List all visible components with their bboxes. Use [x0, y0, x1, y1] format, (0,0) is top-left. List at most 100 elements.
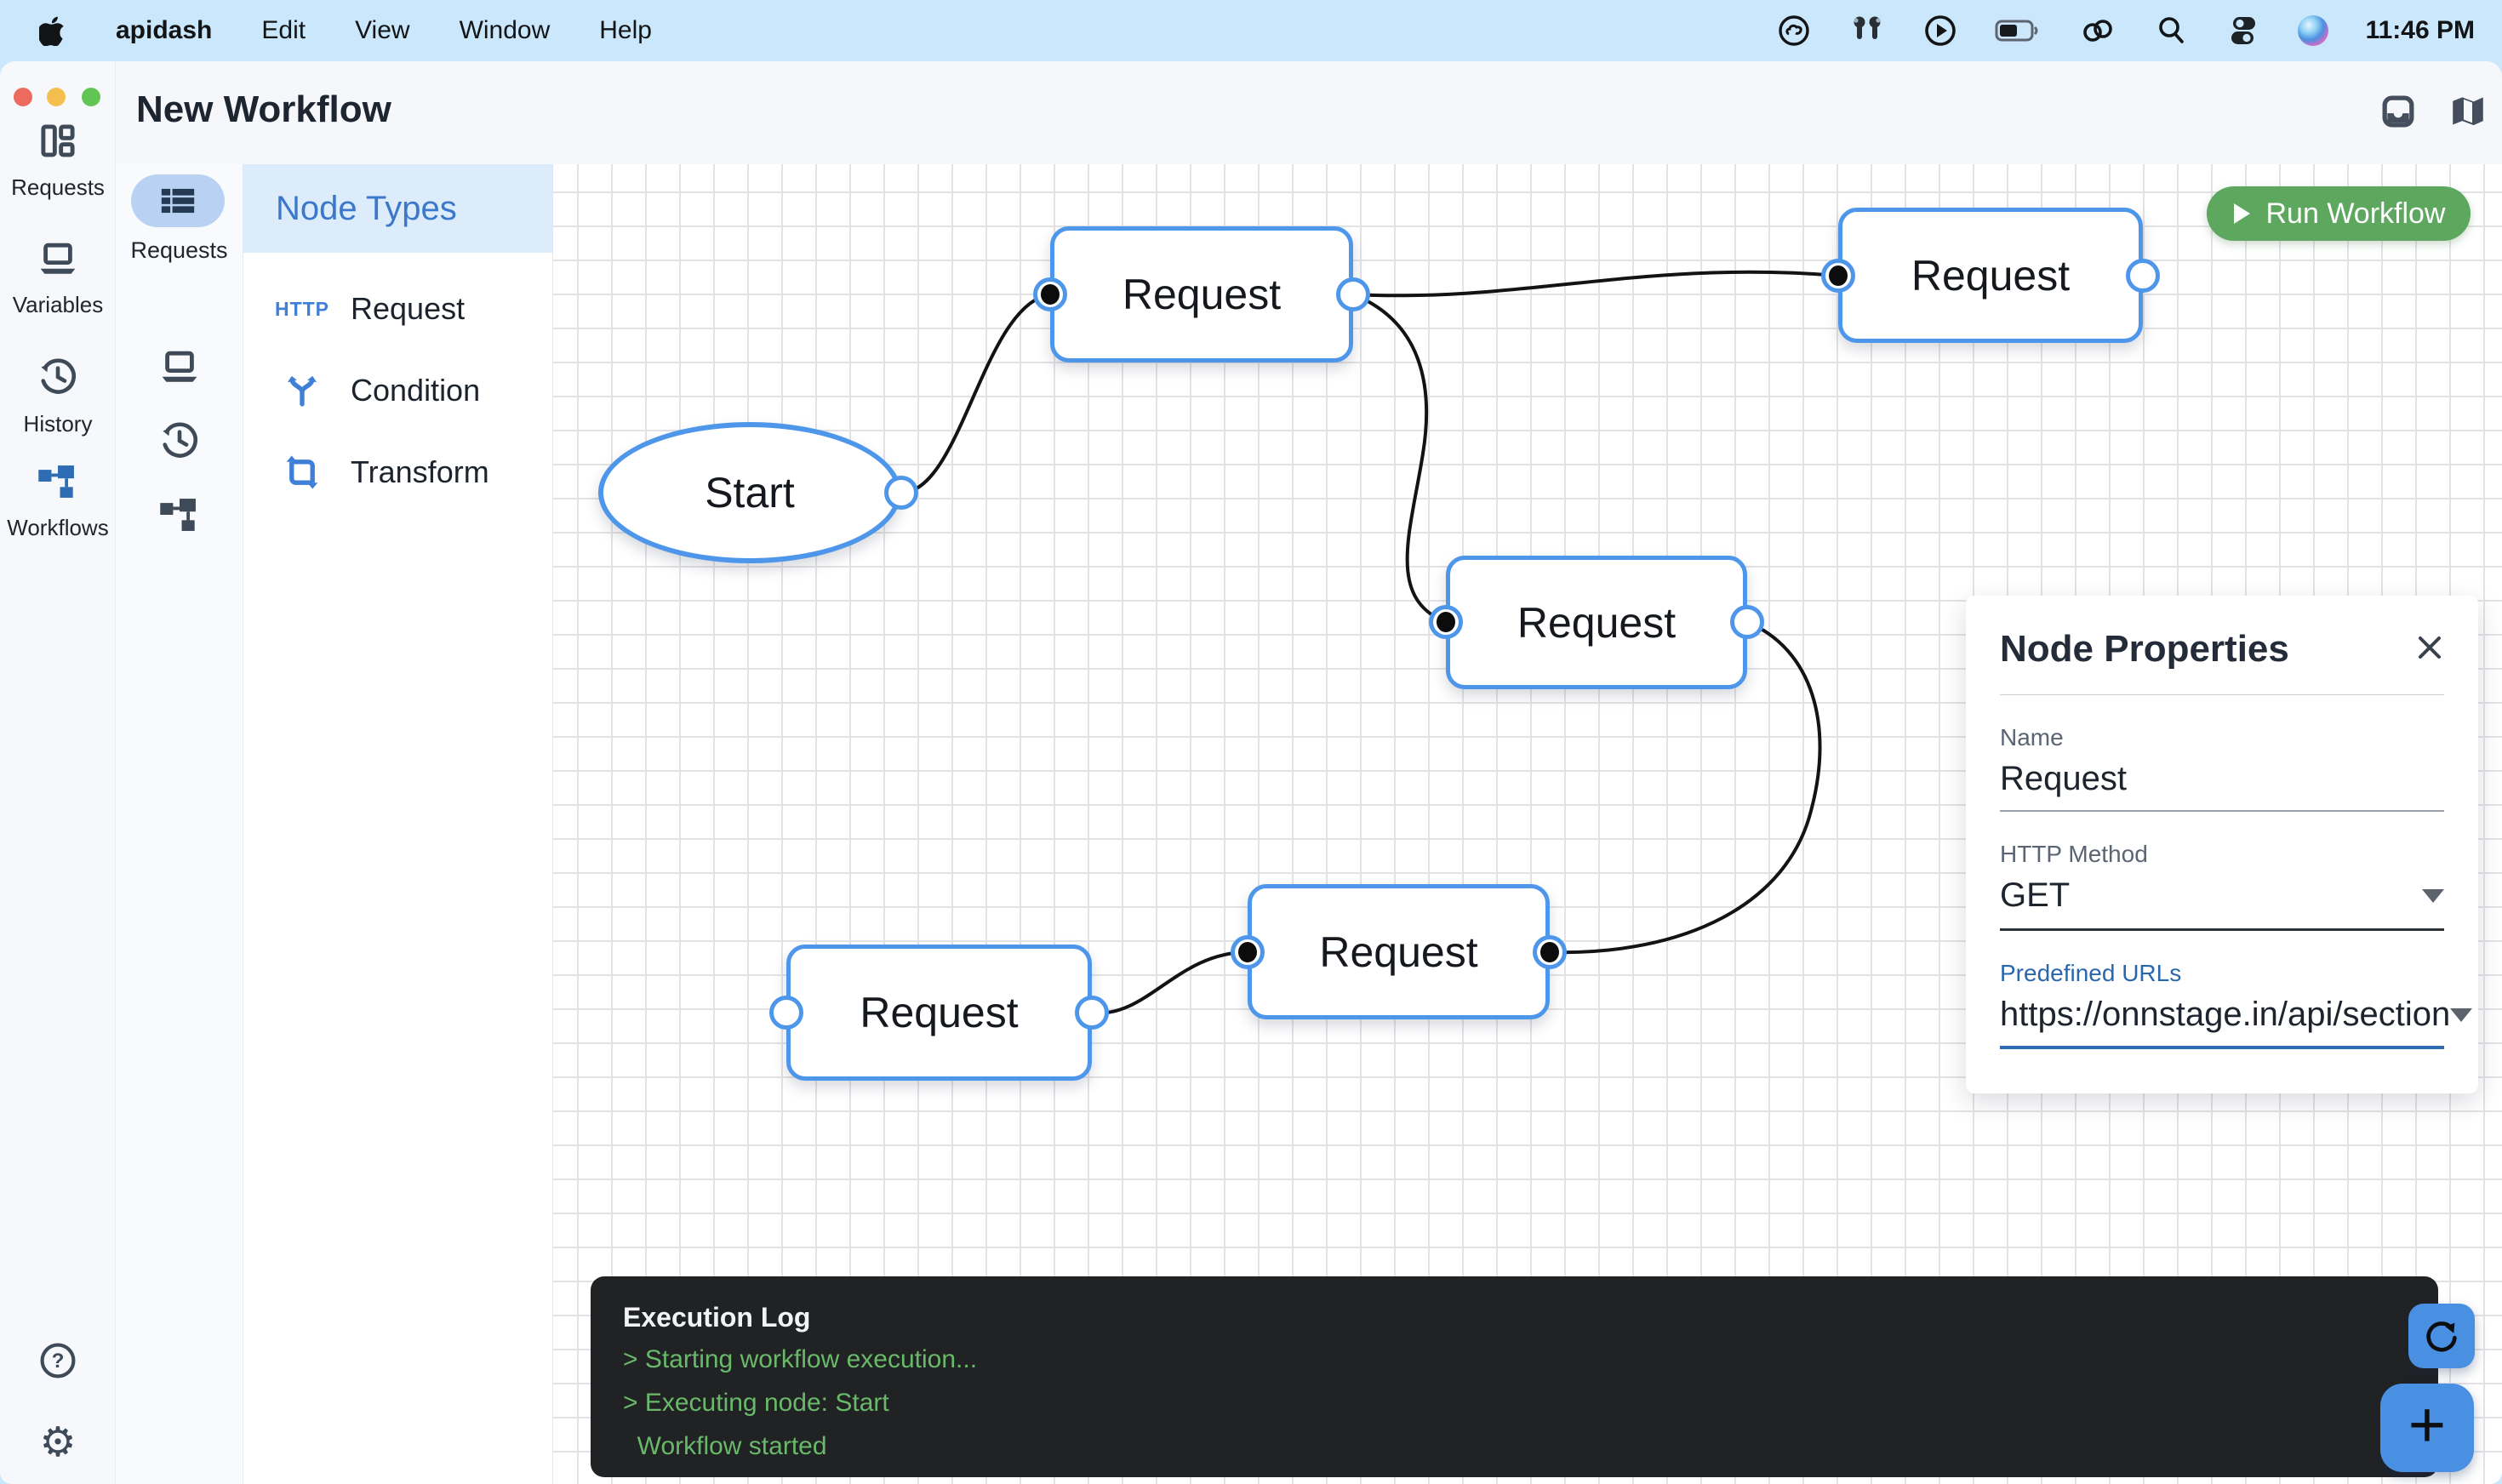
- rail-item-requests-active[interactable]: [131, 174, 225, 227]
- run-workflow-button[interactable]: Run Workflow: [2207, 186, 2471, 241]
- macos-menubar: apidash Edit View Window Help: [0, 0, 2502, 61]
- node-request-1[interactable]: Request: [1050, 226, 1353, 362]
- connection-wires: [900, 270, 1839, 1015]
- play-icon: [2233, 203, 2250, 224]
- node-types-title: Node Types: [276, 189, 457, 227]
- name-field-value: Request: [2000, 760, 2127, 797]
- node-types-header: Node Types: [243, 164, 552, 253]
- minimize-window-button[interactable]: [47, 88, 66, 106]
- search-icon[interactable]: [2155, 14, 2189, 48]
- node-label: Start: [705, 469, 795, 517]
- log-line: > Starting workflow execution...: [623, 1345, 978, 1373]
- node-type-request[interactable]: HTTP Request: [243, 268, 552, 350]
- siri-icon[interactable]: [2297, 15, 2328, 46]
- hotspot-link-icon[interactable]: [2078, 14, 2117, 48]
- port-request5-in[interactable]: [769, 996, 803, 1030]
- workflow-icon: [37, 463, 78, 505]
- port-request2-in[interactable]: [1821, 259, 1855, 293]
- map-icon[interactable]: [2451, 95, 2483, 128]
- gear-icon: ⚙: [39, 1420, 77, 1465]
- node-type-condition[interactable]: Condition: [243, 350, 552, 431]
- menubar-item-edit[interactable]: Edit: [261, 16, 306, 44]
- creative-cloud-icon[interactable]: [1777, 14, 1811, 48]
- chevron-down-icon: [2450, 1007, 2473, 1022]
- predefined-urls-label: Predefined URLs: [2000, 960, 2182, 986]
- wire-request1-to-request3: [1352, 293, 1447, 624]
- sidebar-item-workflows[interactable]: Workflows: [0, 463, 116, 541]
- port-request1-in[interactable]: [1033, 277, 1067, 311]
- close-window-button[interactable]: [14, 88, 32, 106]
- node-request-5[interactable]: Request: [786, 945, 1092, 1081]
- menubar-item-view[interactable]: View: [355, 16, 410, 44]
- plus-icon: +: [2408, 1389, 2447, 1461]
- node-types-panel: Node Types HTTP Request Condition Transf…: [243, 164, 553, 1484]
- port-request4-out[interactable]: [1533, 935, 1567, 969]
- name-field-input[interactable]: Request: [2000, 760, 2444, 798]
- refresh-icon: [2426, 1321, 2457, 1352]
- node-type-transform[interactable]: Transform: [243, 431, 552, 513]
- workflow-canvas[interactable]: Start Request Request Request Request Re…: [553, 164, 2502, 1484]
- predefined-urls-select[interactable]: https://onnstage.in/api/section: [2000, 996, 2473, 1034]
- history-clock-icon: [163, 422, 198, 458]
- tray-icon[interactable]: [2382, 95, 2414, 128]
- page-title: New Workflow: [136, 88, 391, 130]
- sidebar-item-label: Requests: [11, 174, 105, 200]
- table-icon: [161, 188, 195, 214]
- log-line: > Executing node: Start: [623, 1389, 889, 1417]
- port-request3-in[interactable]: [1429, 605, 1463, 639]
- wire-request6-to-request5: [1091, 950, 1248, 1015]
- menubar-item-help[interactable]: Help: [599, 16, 652, 44]
- log-line: Workflow started: [623, 1432, 827, 1460]
- node-label: Request: [860, 989, 1019, 1036]
- node-properties-title: Node Properties: [2000, 628, 2289, 670]
- apple-menu-icon[interactable]: [39, 15, 66, 46]
- port-request4-in[interactable]: [1231, 935, 1265, 969]
- node-request-3[interactable]: Request: [1446, 556, 1747, 689]
- sidebar-item-variables[interactable]: Variables: [0, 242, 116, 318]
- close-icon[interactable]: [2415, 633, 2444, 666]
- primary-sidebar: Requests Variables History Workflows: [0, 61, 116, 1484]
- sidebar-item-history[interactable]: History: [0, 357, 116, 437]
- add-node-button[interactable]: +: [2380, 1384, 2474, 1472]
- battery-icon[interactable]: [1995, 14, 2041, 48]
- node-label: Request: [1122, 271, 1282, 318]
- run-workflow-label: Run Workflow: [2265, 197, 2446, 230]
- airpods-icon[interactable]: [1848, 14, 1886, 48]
- help-icon: ?: [38, 1341, 77, 1384]
- port-request2-out[interactable]: [2126, 259, 2160, 293]
- node-start[interactable]: Start: [598, 422, 901, 563]
- settings-button[interactable]: ⚙: [0, 1423, 116, 1464]
- play-circle-icon[interactable]: [1923, 14, 1957, 48]
- rail-item-label: Requests: [130, 237, 228, 263]
- menubar-app-name[interactable]: apidash: [116, 16, 213, 44]
- rail-item-workflows[interactable]: [116, 496, 243, 534]
- menubar-item-window[interactable]: Window: [459, 16, 551, 44]
- rail-item-variables[interactable]: [116, 350, 243, 385]
- predefined-urls-value: https://onnstage.in/api/section: [2000, 996, 2451, 1033]
- node-request-4[interactable]: Request: [1248, 884, 1550, 1019]
- port-request3-out[interactable]: [1730, 605, 1764, 639]
- node-type-label: Transform: [351, 454, 489, 489]
- laptop-icon: [162, 351, 197, 382]
- node-type-label: Request: [351, 291, 466, 326]
- http-method-select[interactable]: GET: [2000, 876, 2444, 915]
- http-method-label: HTTP Method: [2000, 841, 2148, 867]
- zoom-window-button[interactable]: [82, 88, 100, 106]
- sidebar-item-requests[interactable]: Requests: [0, 123, 116, 201]
- rail-item-history[interactable]: [116, 421, 243, 460]
- node-request-2[interactable]: Request: [1838, 208, 2143, 343]
- chevron-down-icon: [2422, 888, 2444, 903]
- control-center-icon[interactable]: [2226, 14, 2260, 48]
- help-button[interactable]: ?: [0, 1341, 116, 1384]
- history-clock-icon: [38, 357, 77, 401]
- wire-request1-to-request2: [1352, 270, 1839, 298]
- port-request5-out[interactable]: [1075, 996, 1109, 1030]
- branch-icon: [276, 372, 328, 409]
- refresh-log-button[interactable]: [2408, 1304, 2475, 1368]
- port-request1-out[interactable]: [1336, 277, 1370, 311]
- http-badge-icon: HTTP: [274, 297, 330, 320]
- port-start-out[interactable]: [884, 476, 918, 510]
- node-label: Request: [1517, 598, 1677, 647]
- node-properties-panel: Node Properties Name Request HTTP Method…: [1966, 596, 2478, 1093]
- menubar-clock: 11:46 PM: [2365, 16, 2475, 44]
